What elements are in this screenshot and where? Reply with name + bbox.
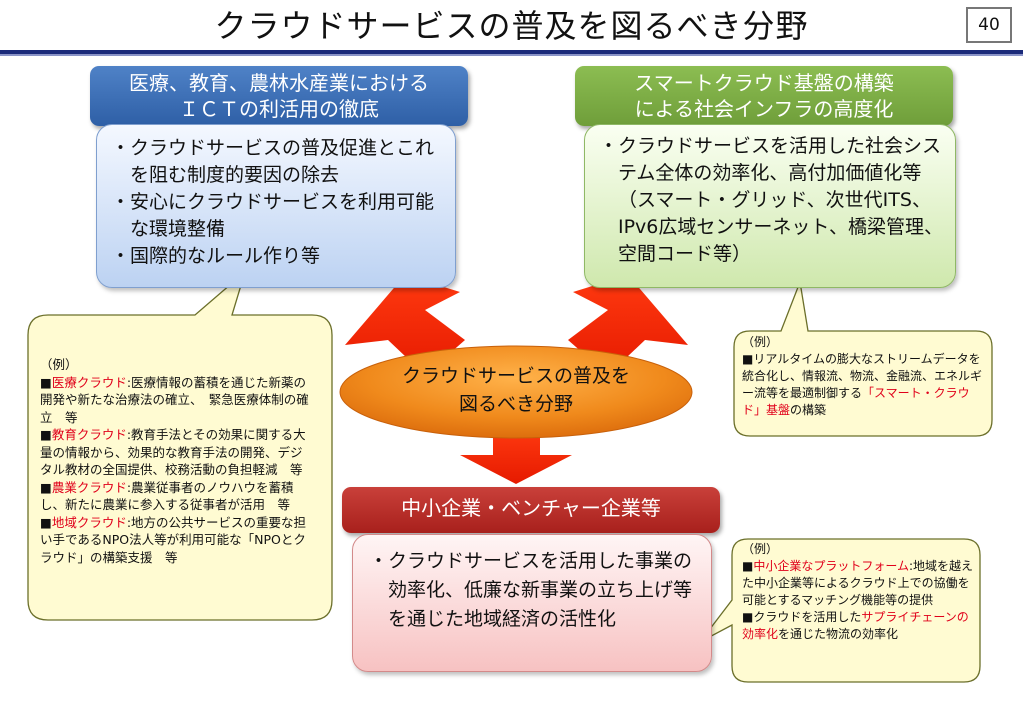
center-ellipse bbox=[339, 345, 693, 439]
left-callout-term-4: 地域クラウド bbox=[51, 514, 127, 530]
bottom-callout-entry-1: ■中小企業なプラットフォーム:地域を越えた中小企業等によるクラウド上での協働を可… bbox=[742, 558, 974, 609]
left-callout-text-1: :医療情報の蓄積を通じた新薬の開発や新たな治療法の確立、 緊急医療体制の確立 等 bbox=[40, 374, 309, 425]
right-callout-entry: ■リアルタイムの膨大なストリームデータを統合化し、情報流、物流、金融流、エネルギ… bbox=[742, 351, 986, 419]
left-callout-text-2: :教育手法とその効果に関する大量の情報から、効果的な教育手法の開発、デジタル教材… bbox=[40, 427, 306, 477]
page-number-text: 40 bbox=[978, 15, 1000, 35]
left-callout-term-2: 教育クラウド bbox=[51, 427, 127, 442]
bullet-icon: ■ bbox=[742, 352, 754, 366]
title-rule-shadow bbox=[0, 54, 1023, 56]
bottom-item-1: ・クラウドサービスを活用した事業の効率化、低廉な新事業の立ち上げ等を通じた地域経… bbox=[369, 550, 693, 630]
left-item-2: ・安心にクラウドサービスを利用可能な環境整備 bbox=[111, 191, 435, 240]
right-header-line2: による社会インフラの高度化 bbox=[634, 97, 894, 121]
arrow-up-right bbox=[568, 275, 688, 375]
title-rule bbox=[0, 50, 1023, 54]
bottom-callout-term-1: 中小企業なプラットフォーム bbox=[753, 559, 909, 573]
center-label: クラウドサービスの普及を 図るべき分野 bbox=[340, 362, 692, 418]
right-callout-heading: （例） bbox=[742, 335, 779, 349]
bullet-icon: ■ bbox=[742, 559, 754, 573]
right-item-1: ・クラウドサービスを活用した社会システム全体の効率化、高付加価値化等（スマート・… bbox=[599, 135, 944, 265]
bottom-callout-text-2-after: を通じた物流の効率化 bbox=[778, 627, 899, 641]
left-callout-entry-4: ■地域クラウド:地方の公共サービスの重要な担い手であるNPO法人等が利用可能な「… bbox=[40, 514, 312, 567]
bottom-header: 中小企業・ベンチャー企業等 bbox=[342, 487, 720, 533]
left-item-1: ・クラウドサービスの普及促進とこれを阻む制度的要因の除去 bbox=[111, 137, 435, 186]
left-body: ・クラウドサービスの普及促進とこれを阻む制度的要因の除去 ・安心にクラウドサービ… bbox=[96, 124, 456, 288]
right-callout-bubble bbox=[733, 279, 993, 437]
bullet-icon: ■ bbox=[40, 374, 52, 390]
left-header-line2: ＩＣＴの利活用の徹底 bbox=[179, 97, 379, 121]
bullet-icon: ■ bbox=[40, 514, 52, 530]
right-callout-text-before: リアルタイムの膨大なストリームデータを統合化し、情報流、物流、金融流、エネルギー… bbox=[742, 352, 983, 400]
right-body: ・クラウドサービスを活用した社会システム全体の効率化、高付加価値化等（スマート・… bbox=[584, 124, 956, 288]
center-label-line1: クラウドサービスの普及を bbox=[401, 365, 630, 387]
left-callout-entry-3: ■農業クラウド:農業従事者のノウハウを蓄積し、新たに農業に参入する従事者が活用 … bbox=[40, 479, 312, 514]
left-callout-entry-1: ■医療クラウド:医療情報の蓄積を通じた新薬の開発や新たな治療法の確立、 緊急医療… bbox=[40, 374, 312, 427]
bottom-body: ・クラウドサービスを活用した事業の効率化、低廉な新事業の立ち上げ等を通じた地域経… bbox=[352, 534, 712, 672]
left-header: 医療、教育、農林水産業における ＩＣＴの利活用の徹底 bbox=[90, 66, 468, 126]
bottom-callout: （例） ■中小企業なプラットフォーム:地域を越えた中小企業等によるクラウド上での… bbox=[742, 541, 974, 643]
page-number: 40 bbox=[966, 7, 1012, 43]
left-item-3: ・国際的なルール作り等 bbox=[111, 245, 321, 267]
bottom-callout-entry-2: ■クラウドを活用したサプライチェーンの効率化を通じた物流の効率化 bbox=[742, 609, 974, 643]
right-header-line1: スマートクラウド基盤の構築 bbox=[634, 71, 894, 95]
bullet-icon: ■ bbox=[742, 610, 754, 624]
left-callout-text-3: :農業従事者のノウハウを蓄積し、新たに農業に参入する従事者が活用 等 bbox=[40, 479, 294, 513]
bottom-callout-highlight: サプライチェーンの効率化 bbox=[742, 610, 969, 641]
right-callout-text-after: の構築 bbox=[790, 403, 827, 417]
left-callout-heading: （例） bbox=[40, 357, 78, 372]
bottom-callout-text-2-before: クラウドを活用した bbox=[753, 610, 862, 624]
left-callout-text-4: :地方の公共サービスの重要な担い手であるNPO法人等が利用可能な「NPOとクラウ… bbox=[40, 514, 307, 565]
right-callout-highlight: 「スマート・クラウド」基盤 bbox=[742, 386, 970, 417]
right-callout: （例） ■リアルタイムの膨大なストリームデータを統合化し、情報流、物流、金融流、… bbox=[742, 334, 986, 419]
left-callout: （例） ■医療クラウド:医療情報の蓄積を通じた新薬の開発や新たな治療法の確立、 … bbox=[40, 356, 312, 566]
arrow-down bbox=[460, 428, 572, 484]
arrow-up-left bbox=[345, 275, 465, 375]
center-label-line2: 図るべき分野 bbox=[458, 393, 573, 415]
bottom-callout-bubble bbox=[699, 538, 981, 683]
left-callout-term-3: 農業クラウド bbox=[51, 479, 127, 495]
right-header: スマートクラウド基盤の構築 による社会インフラの高度化 bbox=[575, 66, 953, 126]
left-callout-bubble bbox=[27, 270, 333, 621]
left-callout-entry-2: ■教育クラウド:教育手法とその効果に関する大量の情報から、効果的な教育手法の開発… bbox=[40, 426, 312, 479]
bottom-callout-text-1: :地域を越えた中小企業等によるクラウド上での協働を可能とするマッチング機能等の提… bbox=[742, 559, 974, 607]
bottom-header-label: 中小企業・ベンチャー企業等 bbox=[401, 496, 661, 520]
page-title: クラウドサービスの普及を図るべき分野 bbox=[214, 7, 809, 45]
bottom-callout-heading: （例） bbox=[742, 542, 779, 556]
bullet-icon: ■ bbox=[40, 479, 52, 495]
bullet-icon: ■ bbox=[40, 427, 52, 442]
left-callout-term-1: 医療クラウド bbox=[51, 374, 127, 390]
left-header-line1: 医療、教育、農林水産業における bbox=[129, 71, 429, 95]
